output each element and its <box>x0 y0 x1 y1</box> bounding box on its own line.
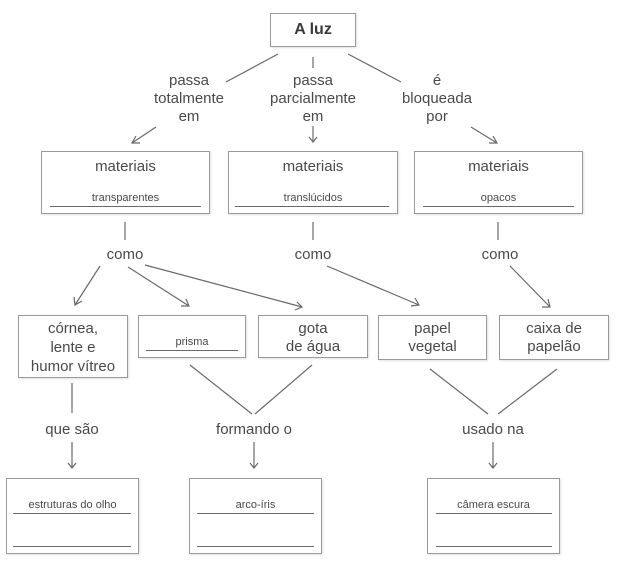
papel-line-2: vegetal <box>408 338 457 355</box>
example-box-gota: gota de água <box>258 315 368 358</box>
title-text: A luz <box>294 21 332 38</box>
answer-text: câmera escura <box>457 499 530 511</box>
gota-line-1: gota <box>298 320 328 337</box>
link-middle-line-1: passa <box>292 72 334 89</box>
result-box-olho: estruturas do olho <box>6 478 139 554</box>
example-box-cornea: córnea, lente e humor vítreo <box>18 315 128 378</box>
cornea-line-1: córnea, <box>47 320 99 337</box>
answer-line <box>235 206 389 207</box>
link-right-line-2: bloqueada <box>401 90 473 107</box>
answer-text: opacos <box>480 192 517 204</box>
answer-text: translúcidos <box>283 192 343 204</box>
answer-line-2 <box>197 546 314 547</box>
answer-text: arco-íris <box>235 499 276 511</box>
link-label-left: passa totalmente em <box>128 72 250 126</box>
link-label-que-sao: que são <box>45 421 99 438</box>
material-box-translucidos: materiais translúcidos <box>228 151 398 214</box>
link-label-middle: passa parcialmente em <box>253 72 373 126</box>
material-box-opacos: materiais opacos <box>414 151 583 214</box>
answer-line <box>146 350 238 351</box>
link-label-usado: usado na <box>462 421 524 438</box>
gota-line-2: de água <box>285 338 341 355</box>
caixa-line-2: papelão <box>527 338 581 355</box>
example-box-papel: papel vegetal <box>378 315 487 360</box>
result-box-arco-iris: arco-íris <box>189 478 322 554</box>
answer-line <box>197 513 314 514</box>
link-right-line-3: por <box>426 108 448 125</box>
cornea-line-2: lente e <box>50 339 96 356</box>
como-label-left: como <box>106 246 144 263</box>
example-box-prisma: prisma <box>138 315 246 358</box>
link-right-line-1: é <box>432 72 442 89</box>
link-label-formando: formando o <box>216 421 292 438</box>
link-middle-line-2: parcialmente <box>270 90 356 107</box>
cornea-line-3: humor vítreo <box>30 358 116 375</box>
answer-line-2 <box>13 546 131 547</box>
answer-text: estruturas do olho <box>28 499 117 511</box>
caixa-line-1: caixa de <box>526 320 582 337</box>
material-box-transparentes: materiais transparentes <box>41 151 210 214</box>
answer-line <box>423 206 574 207</box>
answer-text: transparentes <box>91 192 160 204</box>
papel-line-1: papel <box>414 320 451 337</box>
example-box-caixa: caixa de papelão <box>499 315 609 360</box>
como-label-middle: como <box>294 246 332 263</box>
title-box: A luz <box>270 13 356 47</box>
material-label: materiais <box>95 158 156 175</box>
answer-line <box>50 206 201 207</box>
link-left-line-1: passa <box>168 72 210 89</box>
link-left-line-3: em <box>178 108 200 125</box>
answer-line-2 <box>436 546 552 547</box>
answer-text: prisma <box>175 336 209 348</box>
link-middle-line-3: em <box>302 108 324 125</box>
link-left-line-2: totalmente <box>153 90 225 107</box>
answer-line <box>436 513 552 514</box>
como-label-right: como <box>481 246 519 263</box>
result-box-camera: câmera escura <box>427 478 560 554</box>
material-label: materiais <box>468 158 529 175</box>
answer-line <box>13 513 131 514</box>
link-label-right: é bloqueada por <box>387 72 487 126</box>
material-label: materiais <box>282 158 344 175</box>
